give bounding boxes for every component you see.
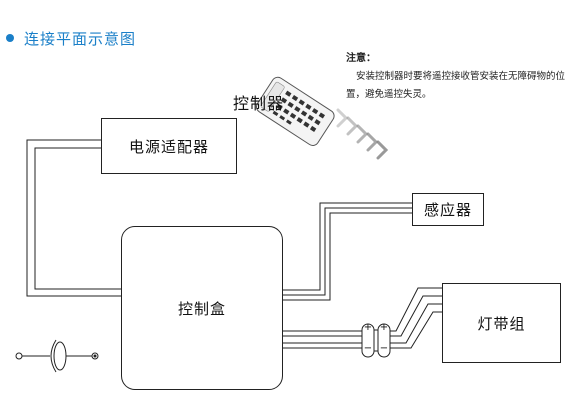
power-wire bbox=[26, 139, 121, 297]
power-plug-icon bbox=[15, 339, 99, 373]
connector-plus-left: + bbox=[363, 322, 373, 333]
connector-minus-right: − bbox=[379, 343, 389, 354]
connector-plus-right: + bbox=[379, 322, 389, 333]
title-text: 连接平面示意图 bbox=[24, 29, 137, 48]
sensor-label: 感应器 bbox=[423, 201, 472, 219]
remote-label: 控制器 bbox=[233, 94, 285, 113]
power-adapter-label: 电源适配器 bbox=[128, 137, 209, 156]
diagram-title: 连接平面示意图 bbox=[6, 26, 136, 50]
led-group-box: 灯带组 bbox=[442, 283, 561, 363]
note-heading: 注意： bbox=[346, 53, 376, 64]
remote-control-icon bbox=[256, 76, 335, 146]
sensor-box: 感应器 bbox=[412, 193, 484, 226]
sensor-wire bbox=[283, 202, 412, 301]
installation-note: 注意： 安装控制器时要将遥控接收管安装在无障碍物的位置，避免遥控失灵。 bbox=[346, 50, 581, 104]
control-box: 控制盒 bbox=[121, 226, 283, 390]
ir-signal-icon bbox=[336, 108, 389, 160]
note-body: 安装控制器时要将遥控接收管安装在无障碍物的位置，避免遥控失灵。 bbox=[346, 71, 566, 100]
connector-plugs bbox=[361, 323, 391, 358]
led-wire bbox=[283, 287, 442, 349]
led-group-label: 灯带组 bbox=[477, 314, 526, 333]
title-bullet-icon bbox=[6, 34, 14, 42]
power-adapter-box: 电源适配器 bbox=[101, 118, 237, 174]
connector-minus-left: − bbox=[363, 343, 373, 354]
control-box-label: 控制盒 bbox=[177, 299, 226, 318]
